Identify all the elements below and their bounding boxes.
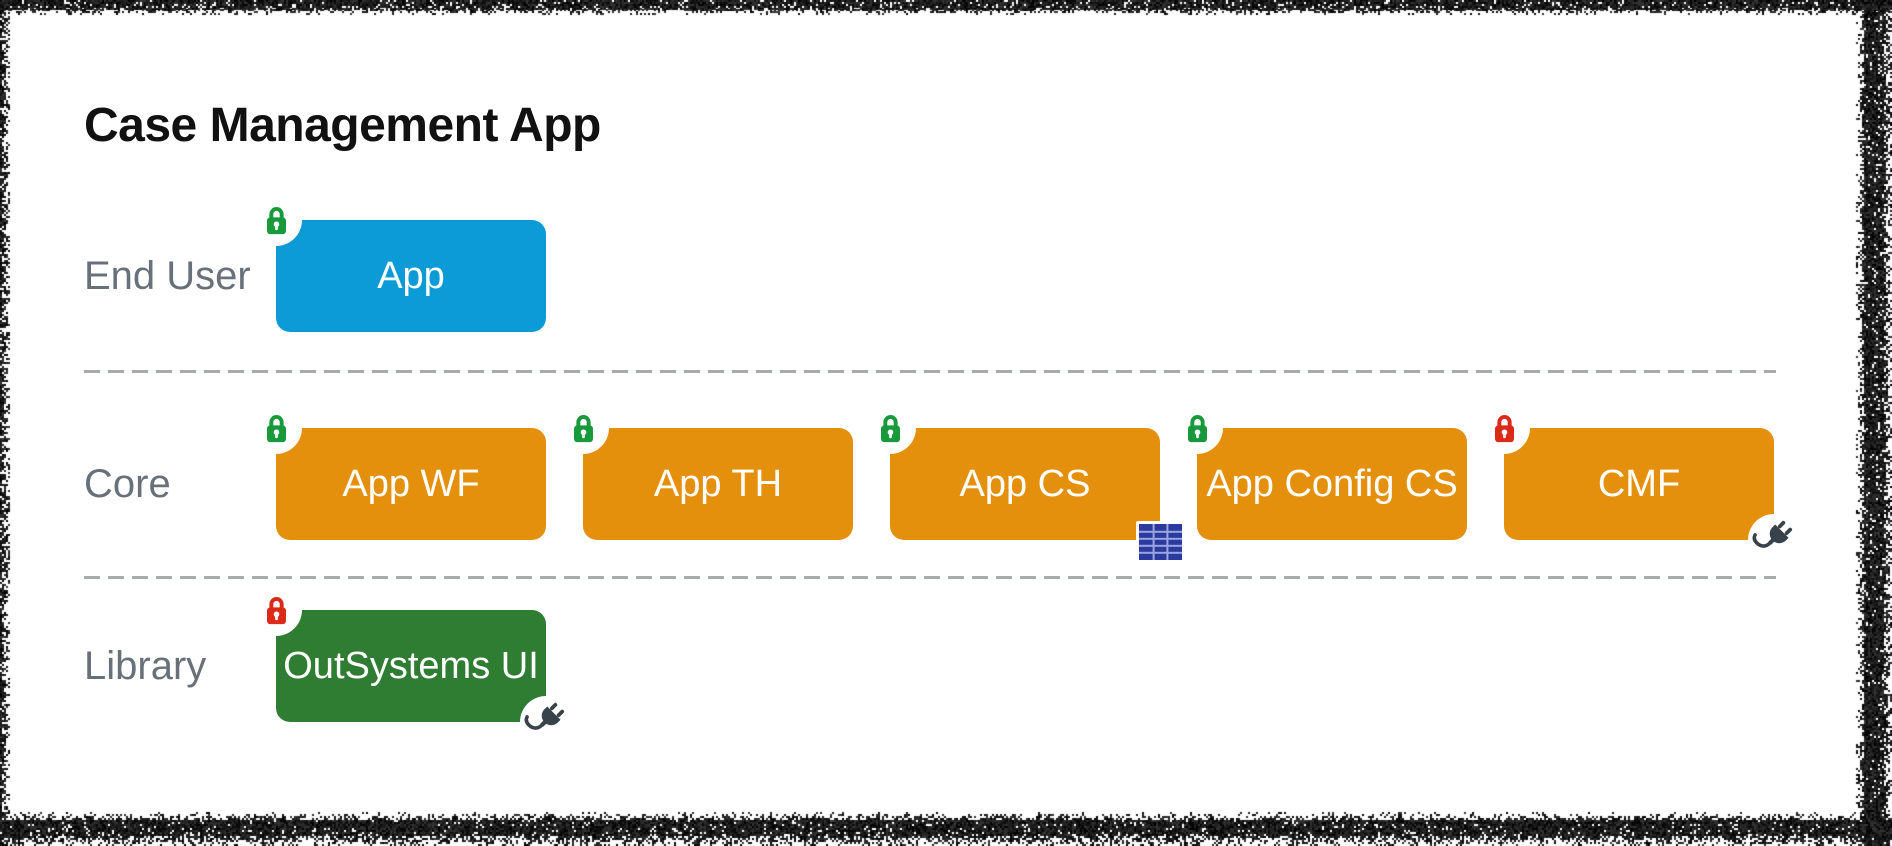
lock-closed-green-icon [571, 412, 596, 443]
lock-closed-green-icon [264, 412, 289, 443]
module-app-wf[interactable]: App WF [276, 428, 546, 540]
module-label: App WF [342, 465, 479, 503]
module-app-config-cs[interactable]: App Config CS [1197, 428, 1467, 540]
divider-core-library [84, 576, 1776, 579]
module-label: OutSystems UI [283, 647, 539, 685]
lock-closed-green-icon [264, 204, 289, 235]
row-label-end-user: End User [84, 220, 269, 332]
plug-icon [524, 700, 568, 742]
module-app-th[interactable]: App TH [583, 428, 853, 540]
module-label: App TH [654, 465, 782, 503]
module-label: App CS [960, 465, 1091, 503]
module-app-cs[interactable]: App CS [890, 428, 1160, 540]
plug-icon [1752, 518, 1796, 560]
lock-closed-red-icon [264, 594, 289, 625]
module-label: App [377, 257, 445, 295]
module-cmf[interactable]: CMF [1504, 428, 1774, 540]
module-outsystems-ui[interactable]: OutSystems UI [276, 610, 546, 722]
module-label: CMF [1598, 465, 1680, 503]
lock-closed-green-icon [878, 412, 903, 443]
divider-end-user-core [84, 370, 1776, 373]
row-label-core: Core [84, 428, 269, 540]
page-title: Case Management App [84, 98, 601, 153]
row-label-library: Library [84, 610, 269, 722]
lock-closed-red-icon [1492, 412, 1517, 443]
entity-grid-icon [1136, 521, 1185, 563]
module-app[interactable]: App [276, 220, 546, 332]
lock-closed-green-icon [1185, 412, 1210, 443]
module-label: App Config CS [1206, 465, 1457, 503]
